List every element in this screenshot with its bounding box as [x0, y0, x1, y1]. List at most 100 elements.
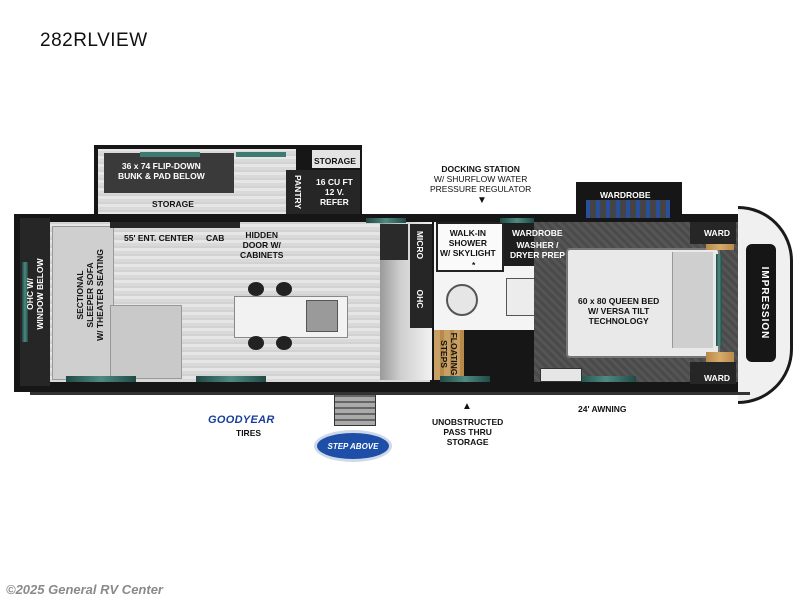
awning-label: 24' AWNING	[578, 404, 627, 414]
tires-label: TIRES	[236, 428, 262, 438]
stool-4	[276, 336, 292, 350]
bedroom-steps	[540, 368, 582, 382]
wardrobe-slide-inner	[586, 200, 670, 218]
hidden-door-line-2: DOOR W/	[242, 240, 281, 250]
hidden-door-label: HIDDEN DOOR W/ CABINETS	[240, 230, 283, 260]
bunk-window	[236, 152, 286, 157]
ward-top-label: WARD	[704, 228, 730, 238]
window-bottom-2	[196, 376, 266, 382]
bed-line-2: W/ VERSA TILT	[587, 306, 650, 316]
floating-steps-bg	[434, 330, 464, 380]
ohc-window-line-1: OHC W/	[25, 278, 35, 310]
pantry-label: PANTRY	[293, 175, 303, 209]
ent-center-label: 55' ENT. CENTER	[124, 233, 194, 243]
docking-station-label: DOCKING STATION W/ SHURFLOW WATER PRESSU…	[430, 164, 531, 194]
nightstand-top	[706, 240, 734, 250]
wardrobe-top-label: WARDROBE	[600, 190, 651, 200]
floating-line-2: STEPS	[439, 340, 449, 368]
ent-center	[110, 222, 240, 228]
walk-in-shower-label: WALK-IN SHOWER W/ SKYLIGHT	[440, 228, 496, 258]
refer-line-2: 12 V.	[324, 187, 344, 197]
window-bottom-4	[576, 376, 636, 382]
step-above-logo: STEP ABOVE	[314, 430, 392, 462]
washer-dryer-label: WASHER / DRYER PREP	[510, 240, 565, 260]
sectional-line-2: SLEEPER SOFA	[85, 262, 95, 328]
step-above-logo-text: STEP ABOVE	[327, 441, 379, 451]
pass-thru-line-3: STORAGE	[446, 437, 489, 447]
ward-bottom-label: WARD	[704, 373, 730, 383]
washer-line-1: WASHER /	[516, 240, 559, 250]
wardrobe-bath-label: WARDROBE	[512, 228, 563, 238]
stove	[380, 224, 408, 260]
ward-bottom-cabinet	[690, 362, 736, 384]
flip-down-bunk-line-1: 36 x 74 FLIP-DOWN	[121, 161, 201, 171]
slide-window	[140, 152, 200, 157]
stool-1	[248, 282, 264, 296]
refer-label: 16 CU FT 12 V. REFER	[316, 177, 353, 207]
stool-3	[248, 336, 264, 350]
ohc-window-line-2: WINDOW BELOW	[35, 258, 45, 330]
shower-line-1: WALK-IN	[449, 228, 487, 238]
flip-down-bunk-label: 36 x 74 FLIP-DOWN BUNK & PAD BELOW	[118, 161, 205, 181]
island-sink	[306, 300, 338, 332]
cab-label: CAB	[206, 233, 225, 243]
shower-line-2: SHOWER	[448, 238, 487, 248]
entry-steps	[334, 392, 376, 426]
micro-ohc-cabinet	[410, 224, 432, 328]
refer-line-3: REFER	[320, 197, 349, 207]
shower-line-3: W/ SKYLIGHT	[440, 248, 496, 258]
goodyear-logo: GOODYEAR	[208, 414, 275, 426]
micro-label: MICRO	[415, 230, 425, 260]
docking-line-2: W/ SHURFLOW WATER	[433, 174, 528, 184]
shower-asterisk: *	[472, 260, 476, 270]
flip-down-bunk-line-2: BUNK & PAD BELOW	[118, 171, 205, 181]
impression-logo: IMPRESSION	[756, 258, 770, 348]
ohc-label: OHC	[415, 289, 425, 309]
goodyear-logo-text: GOODYEAR	[208, 414, 275, 426]
storage-shelf	[312, 150, 360, 168]
sectional-line-3: W/ THEATER SEATING	[95, 249, 105, 341]
front-cap-dark	[746, 244, 776, 362]
watermark: ©2025 General RV Center	[6, 582, 163, 597]
model-name: 282RLVIEW	[40, 30, 148, 51]
docking-line-1: DOCKING STATION	[441, 164, 520, 174]
storage-top-label: STORAGE	[314, 156, 356, 166]
toilet	[446, 284, 478, 316]
stool-2	[276, 282, 292, 296]
hidden-door-line-3: CABINETS	[240, 250, 284, 260]
sectional-label: SECTIONAL SLEEPER SOFA W/ THEATER SEATIN…	[75, 245, 105, 345]
flip-down-bunk	[104, 153, 234, 193]
refer-cabinet	[310, 170, 360, 214]
chassis-line	[30, 392, 750, 395]
hidden-door-line-1: HIDDEN	[245, 230, 279, 240]
window-front-left	[22, 262, 28, 342]
washer-line-2: DRYER PREP	[510, 250, 565, 260]
bed-line-1: 60 x 80 QUEEN BED	[578, 296, 660, 306]
window-top-2	[500, 218, 534, 223]
sofa-ottoman	[110, 305, 182, 379]
bed-pillows	[672, 252, 713, 348]
floating-line-1: FLOATING	[449, 332, 459, 376]
window-top-1	[366, 218, 406, 223]
refer-line-1: 16 CU FT	[316, 177, 353, 187]
window-bottom-3	[440, 376, 490, 382]
floating-steps-label: FLOATING STEPS	[439, 328, 459, 380]
nightstand-bottom	[706, 352, 734, 362]
window-front-bed	[716, 254, 722, 346]
sectional-sofa	[52, 226, 114, 380]
ohc-window-label: OHC W/ WINDOW BELOW	[25, 249, 45, 339]
docking-arrow-icon: ▼	[477, 195, 487, 206]
pass-thru-line-1: UNOBSTRUCTED	[432, 417, 504, 427]
pass-thru-arrow-icon: ▲	[462, 401, 472, 412]
docking-line-3: PRESSURE REGULATOR	[430, 184, 532, 194]
pantry-cabinet	[286, 170, 310, 214]
queen-bed-label: 60 x 80 QUEEN BED W/ VERSA TILT TECHNOLO…	[578, 296, 659, 326]
impression-logo-text: IMPRESSION	[759, 266, 770, 340]
slide-storage-label: STORAGE	[152, 199, 194, 209]
bed-line-3: TECHNOLOGY	[588, 316, 649, 326]
pass-thru-line-2: PASS THRU	[443, 427, 492, 437]
ward-top-cabinet	[690, 222, 736, 244]
window-bottom-1	[66, 376, 136, 382]
shower	[436, 222, 504, 272]
